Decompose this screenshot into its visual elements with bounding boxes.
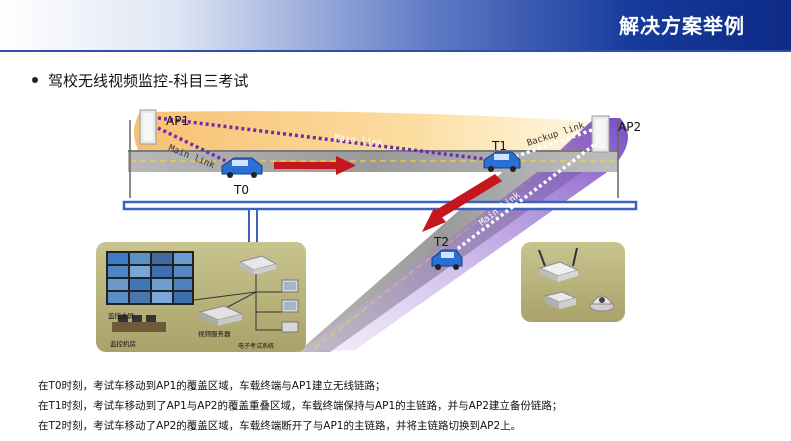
main-link-ap2-t2 [446,143,596,258]
vehicle-camera-icon [589,295,615,312]
monitor-wall-icon [106,251,194,305]
bullet-title: 驾校无线视频监控-科目三考试 [32,70,248,91]
ap2-label: AP2 [618,120,641,134]
vehicle-router-icon [538,247,580,282]
backbone-cable [122,200,638,211]
backup-link-ap2-t1 [499,128,593,164]
car-t2-icon [431,249,463,270]
header-title: 解决方案举例 [619,14,745,38]
move-arrow-diagonal-icon [422,174,502,232]
exam-pc-icon-3 [281,321,299,333]
exam-pc-icon-1 [281,279,299,293]
header-divider [0,50,791,52]
bullet-dot-icon [32,76,38,83]
main-link-ap1-t0 [157,126,235,167]
move-arrow-right-icon [274,156,356,175]
car-t0-icon [221,157,263,178]
note-t1: 在T1时刻，考试车移动到了AP1与AP2的覆盖重叠区域，车载终端保持与AP1的主… [38,400,563,412]
t2-label: T2 [433,235,449,249]
monitor-wall-label: 监控大屏 [108,311,135,320]
video-server-label: 视频服务器 [198,329,231,338]
header-bar: 解决方案举例 [0,0,791,50]
monitor-desk-icon [112,315,166,332]
switch-cables [193,274,282,331]
ap2-device-icon [591,115,610,153]
video-server-icon [198,305,244,326]
note-t0: 在T0时刻，考试车移动到AP1的覆盖区域，车载终端与AP1建立无线链路； [38,380,386,392]
vehicle-dvr-icon [543,291,578,309]
ap1-label: AP1 [166,114,189,128]
main-link-ap1-t1 [157,116,493,162]
note-t2: 在T2时刻，考试车移动了AP2的覆盖区域，车载终端断开了与AP1的主链路，并将主… [38,420,522,432]
t0-label: T0 [233,183,249,197]
bullet-text: 驾校无线视频监控-科目三考试 [48,72,249,90]
explanation-notes: 在T0时刻，考试车移动到AP1的覆盖区域，车载终端与AP1建立无线链路； 在T1… [38,376,562,436]
ap2-coverage-area [300,118,628,352]
road-edge-top [128,150,618,152]
ap1-device-icon [139,109,157,145]
network-switch-icon [238,255,278,275]
exam-system-label: 电子考试系统 [238,342,274,350]
exam-pc-icon-2 [281,299,299,313]
car-t1-icon [483,151,521,172]
t1-label: T1 [491,139,507,153]
monitor-room-label: 监控机房 [110,339,136,348]
